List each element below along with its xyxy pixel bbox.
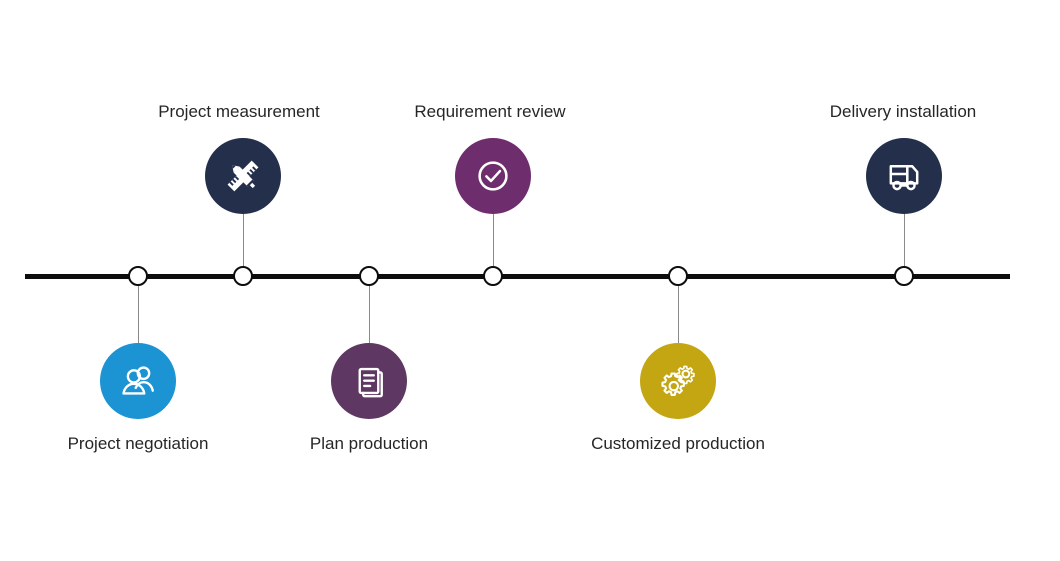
- step-label-requirement-review: Requirement review: [414, 102, 566, 121]
- people-group-icon: [116, 359, 160, 403]
- step-label-customized-production: Customized production: [591, 434, 765, 453]
- gears-icon: [656, 359, 700, 403]
- connector-stem-customized-production: [678, 281, 679, 343]
- step-label-project-negotiation: Project negotiation: [67, 434, 209, 453]
- connector-stem-delivery-installation: [904, 214, 905, 271]
- connector-stem-requirement-review: [493, 214, 494, 271]
- timeline-node-project-measurement[interactable]: [233, 266, 253, 286]
- timeline-node-project-negotiation[interactable]: [128, 266, 148, 286]
- connector-stem-plan-production: [369, 281, 370, 343]
- timeline-node-delivery-installation[interactable]: [894, 266, 914, 286]
- ruler-pencil-icon: [221, 154, 265, 198]
- step-label-plan-production: Plan production: [309, 434, 429, 453]
- step-icon-project-negotiation[interactable]: [100, 343, 176, 419]
- timeline-node-customized-production[interactable]: [668, 266, 688, 286]
- step-label-delivery-installation: Delivery installation: [829, 102, 977, 121]
- step-icon-customized-production[interactable]: [640, 343, 716, 419]
- check-circle-icon: [471, 154, 515, 198]
- timeline-node-requirement-review[interactable]: [483, 266, 503, 286]
- step-icon-delivery-installation[interactable]: [866, 138, 942, 214]
- delivery-truck-icon: [882, 154, 926, 198]
- step-icon-plan-production[interactable]: [331, 343, 407, 419]
- timeline-rail: [25, 274, 1010, 279]
- connector-stem-project-measurement: [243, 214, 244, 271]
- connector-stem-project-negotiation: [138, 281, 139, 343]
- step-icon-requirement-review[interactable]: [455, 138, 531, 214]
- step-icon-project-measurement[interactable]: [205, 138, 281, 214]
- documents-icon: [347, 359, 391, 403]
- step-label-project-measurement: Project measurement: [158, 102, 320, 121]
- timeline-node-plan-production[interactable]: [359, 266, 379, 286]
